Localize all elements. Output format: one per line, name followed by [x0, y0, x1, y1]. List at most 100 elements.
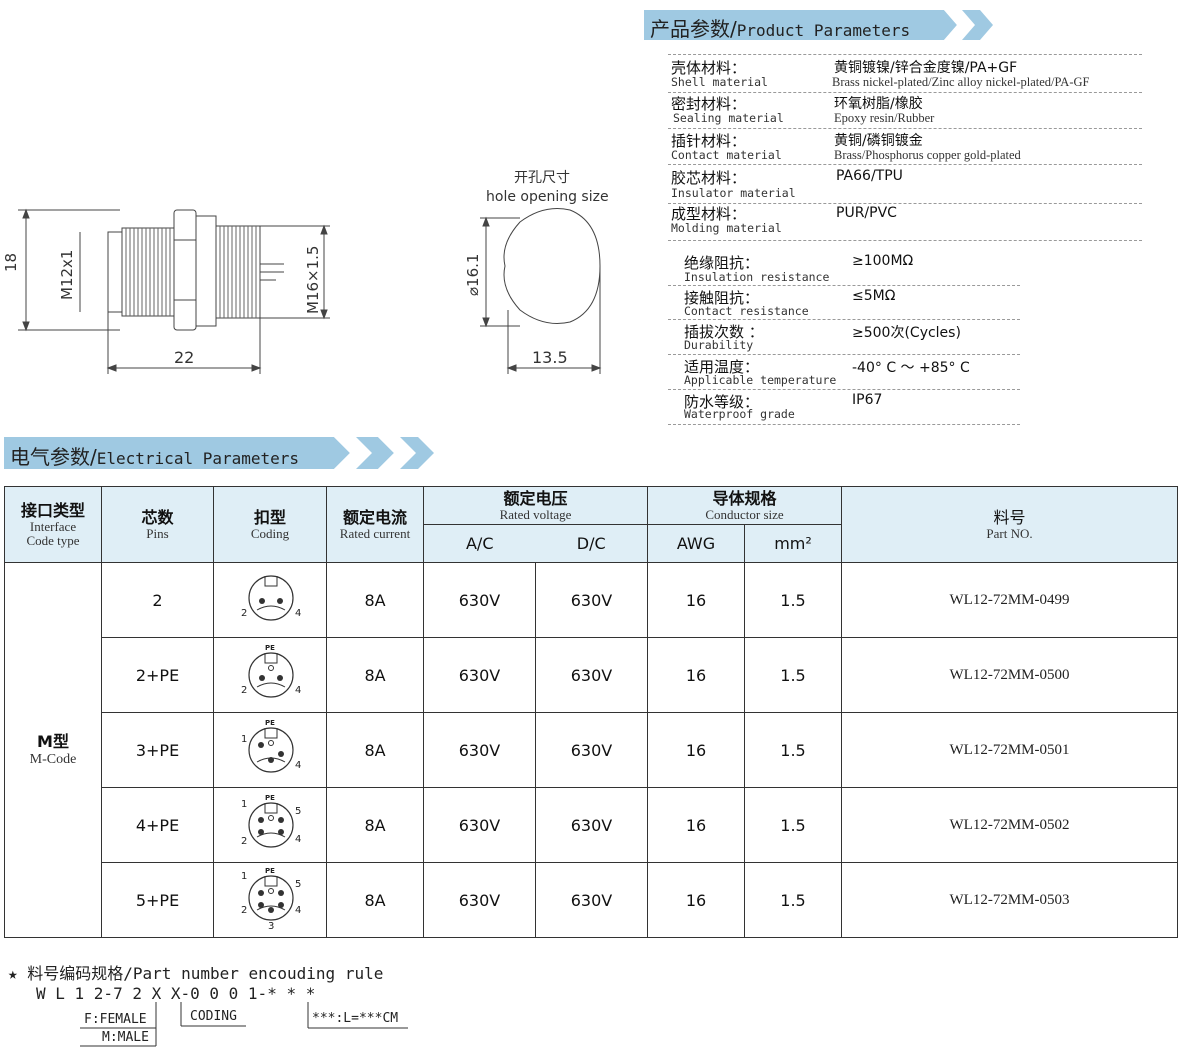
dim-d16-label: ⌀16.1: [464, 254, 482, 296]
pins-cell: 4+PE: [101, 787, 214, 863]
pin-label: 4: [295, 834, 301, 845]
pp-label-zh: 接触阻抗：: [684, 289, 760, 307]
awg-cell: 16: [647, 712, 745, 788]
header-dc: D/C: [535, 524, 648, 563]
encoding-female: F:FEMALE: [84, 1012, 147, 1027]
pin-label: 4: [295, 905, 301, 916]
electrical-title-zh: 电气参数/: [10, 445, 97, 469]
encoding-male: M:MALE: [102, 1030, 149, 1045]
table-row: 2+PE PE 2 4 8A 630V 630V 16 1.5 WL12: [5, 637, 1178, 713]
pp-value: IP67: [852, 392, 883, 408]
pp-value-en: Brass nickel-plated/Zinc alloy nickel-pl…: [832, 75, 1090, 89]
coding-2pin-pe-icon: PE 2 4: [241, 644, 301, 698]
pins-cell: 5+PE: [101, 862, 214, 938]
table-row: 5+PE 1 PE 5 2 4 3: [5, 862, 1178, 938]
hole-title-zh: 开孔尺寸: [514, 170, 570, 186]
encoding-length: ***:L=***CM: [312, 1011, 399, 1026]
encoding-coding: CODING: [190, 1009, 237, 1024]
pin-label: 5: [295, 806, 301, 817]
header-mm2: mm²: [744, 524, 842, 563]
pp-label-zh: 绝缘阻抗：: [684, 254, 760, 272]
pp-label-en: Waterproof grade: [684, 407, 795, 421]
coding-cell: PE 1 4: [213, 712, 327, 788]
encoding-code-line: W L 1 2-7 2 X X-0 0 0 1-* * *: [36, 984, 316, 1003]
current-cell: 8A: [326, 562, 424, 638]
part-number-cell: WL12-72MM-0502: [841, 787, 1178, 863]
pin-label: 4: [295, 608, 301, 619]
current-cell: 8A: [326, 712, 424, 788]
coding-cell: 2 4: [213, 562, 327, 638]
dc-cell: 630V: [535, 712, 648, 788]
pin-label: 5: [295, 879, 301, 890]
coding-3pin-pe-icon: PE 1 4: [241, 719, 301, 773]
awg-cell: 16: [647, 637, 745, 713]
coding-cell: PE 2 4: [213, 637, 327, 713]
pins-cell: 2+PE: [101, 637, 214, 713]
ac-cell: 630V: [423, 637, 536, 713]
mm2-cell: 1.5: [744, 562, 842, 638]
header-awg: AWG: [647, 524, 745, 563]
pp-value: ≤5MΩ: [852, 288, 896, 304]
pp-label-zh: 成型材料：: [671, 205, 747, 223]
product-params-title-en: Product Parameters: [736, 21, 911, 40]
pp-value-zh: PA66/TPU: [836, 168, 903, 184]
awg-cell: 16: [647, 862, 745, 938]
ac-cell: 630V: [423, 787, 536, 863]
banner-arrow-graphic: [4, 437, 434, 469]
pp-value: ≥100MΩ: [852, 253, 914, 269]
dim-135-label: 13.5: [532, 348, 568, 367]
product-params-title-zh: 产品参数/: [650, 17, 737, 41]
pp-divider: [668, 54, 1142, 55]
header-voltage: 额定电压 Rated voltage: [423, 486, 648, 525]
current-cell: 8A: [326, 862, 424, 938]
pp-divider: [668, 128, 1142, 129]
pp-divider: [668, 285, 1020, 286]
pins-cell: 2: [101, 562, 214, 638]
pp-label-zh: 插针材料：: [671, 132, 747, 150]
dc-cell: 630V: [535, 637, 648, 713]
pp-divider: [668, 240, 1142, 241]
pp-value: -40° C ～ +85° C: [852, 360, 970, 376]
header-ac: A/C: [423, 524, 536, 563]
part-number-cell: WL12-72MM-0500: [841, 637, 1178, 713]
pp-divider: [668, 164, 1142, 165]
encoding-brackets: [80, 1002, 408, 1047]
pin-label: 1: [241, 799, 247, 810]
dc-cell: 630V: [535, 862, 648, 938]
pp-label-en: Shell material: [671, 75, 768, 89]
current-cell: 8A: [326, 637, 424, 713]
pin-label: PE: [265, 719, 275, 727]
part-number-cell: WL12-72MM-0499: [841, 562, 1178, 638]
pin-label: 3: [268, 921, 274, 931]
pp-value-en: Brass/Phosphorus copper gold-plated: [834, 148, 1021, 162]
pin-label: 2: [241, 905, 247, 916]
pp-label-en: Molding material: [671, 221, 782, 235]
pin-label: 2: [241, 685, 247, 696]
table-row: 3+PE PE 1 4 8A 630V 630V 16 1.5: [5, 712, 1178, 788]
ac-cell: 630V: [423, 562, 536, 638]
pp-label-en: Contact resistance: [684, 304, 809, 318]
pin-label: 1: [241, 871, 247, 882]
pp-value-zh: 黄铜镀镍/锌合金度镍/PA+GF: [834, 60, 1018, 76]
pin-label: PE: [265, 867, 275, 875]
pins-cell: 3+PE: [101, 712, 214, 788]
pp-divider: [668, 354, 1020, 355]
pp-label-en: Applicable temperature: [684, 373, 837, 387]
pp-value: ≥500次(Cycles): [852, 325, 961, 341]
product-params-banner: 产品参数/Product Parameters: [644, 10, 1004, 41]
coding-cell: 1 PE 5 2 4 3: [213, 862, 327, 938]
pin-label: PE: [265, 644, 275, 652]
pin-label: 4: [295, 760, 301, 771]
mm2-cell: 1.5: [744, 787, 842, 863]
pp-label-zh: 防水等级：: [684, 393, 760, 411]
pp-divider: [668, 424, 1020, 425]
encoding-title: ★ 料号编码规格/Part number encouding rule: [8, 964, 384, 983]
pp-divider: [668, 203, 1142, 204]
electrical-title-en: Electrical Parameters: [96, 449, 300, 468]
header-interface: 接口类型 Interface Code type: [4, 486, 102, 563]
pp-divider: [668, 92, 1142, 93]
pp-value-en: Epoxy resin/Rubber: [834, 111, 935, 125]
header-conductor: 导体规格 Conductor size: [647, 486, 842, 525]
mm2-cell: 1.5: [744, 862, 842, 938]
interface-cell: M型 M-Code: [4, 562, 102, 938]
